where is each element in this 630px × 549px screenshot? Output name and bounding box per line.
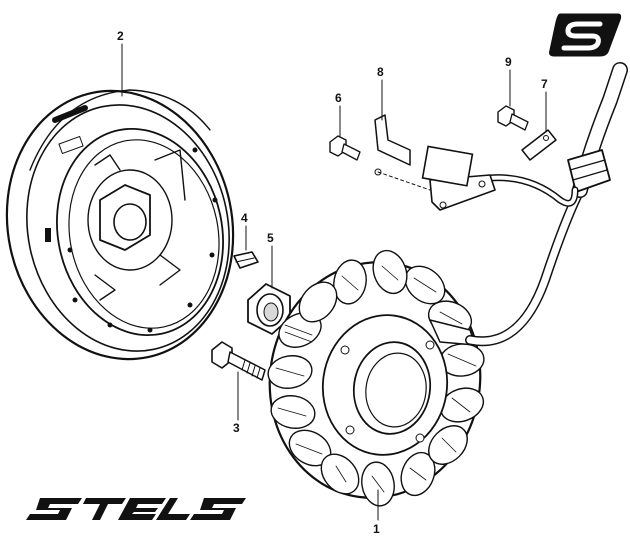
woodruff-key <box>233 251 259 269</box>
callout-9: 9 <box>505 55 512 69</box>
callout-2: 2 <box>117 29 124 43</box>
stels-wordmark-logo <box>26 498 246 520</box>
callout-8: 8 <box>377 65 384 79</box>
callout-7: 7 <box>541 77 548 91</box>
callout-1: 1 <box>373 522 380 536</box>
callout-4: 4 <box>241 211 248 225</box>
stator-assembly <box>267 249 485 507</box>
mounting-bracket <box>374 114 496 211</box>
flywheel-rotor <box>5 89 235 361</box>
callout-3: 3 <box>233 421 240 435</box>
collar-nut <box>247 283 291 335</box>
callout-labels: 2 4 5 3 6 8 9 7 1 <box>117 29 548 536</box>
clamp-screw <box>497 105 529 131</box>
bracket-screw <box>329 135 361 161</box>
wire-harness <box>465 62 628 347</box>
callout-5: 5 <box>267 231 274 245</box>
brand-badge-logo <box>549 13 622 57</box>
flange-bolt <box>211 341 266 381</box>
wire-clamp <box>521 129 557 161</box>
leader-lines <box>121 43 547 521</box>
callout-6: 6 <box>335 91 342 105</box>
